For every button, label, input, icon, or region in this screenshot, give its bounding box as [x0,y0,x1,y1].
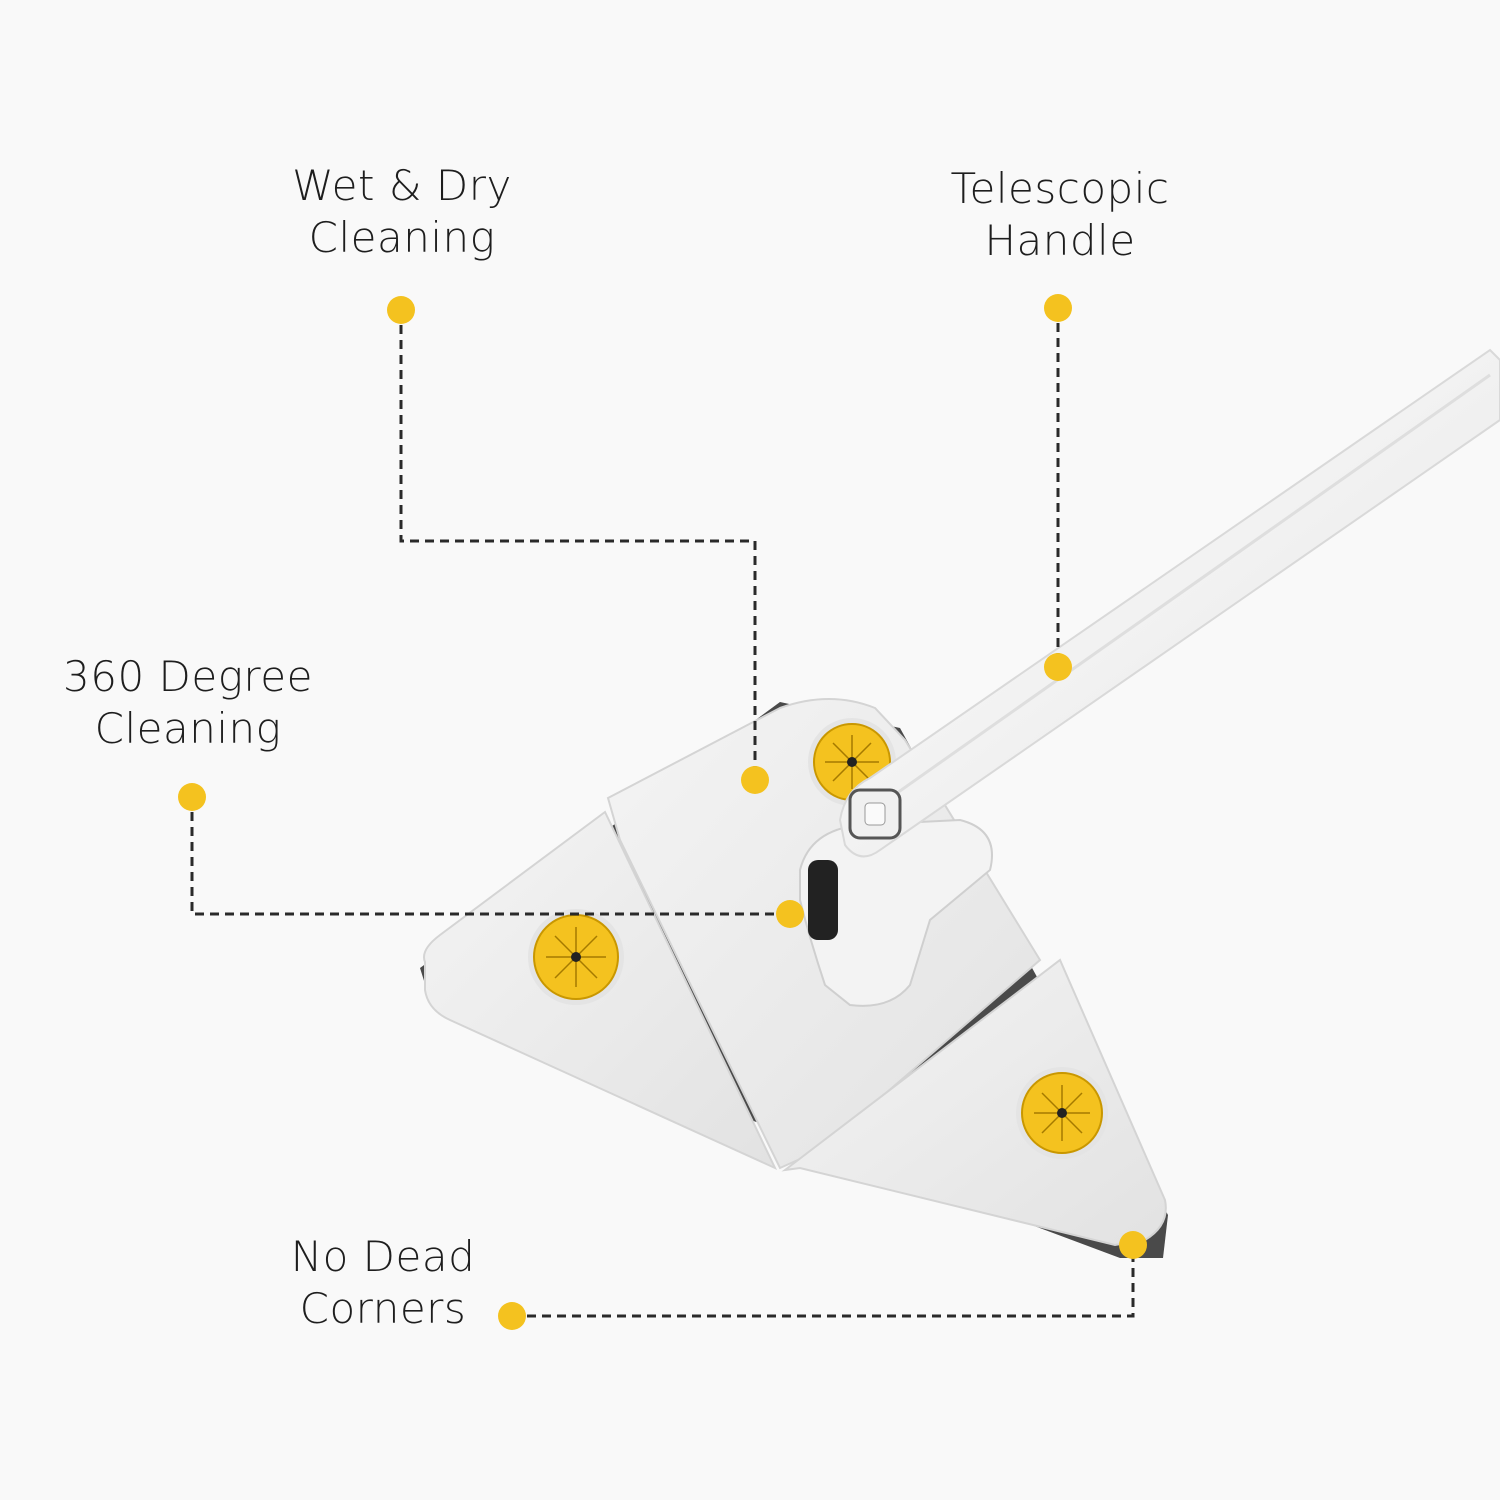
fastener-right [1016,1067,1108,1159]
label-corner-line2: Corners [299,1284,467,1333]
leader-no-dead-corners [512,1245,1135,1318]
dot-telescopic-start [1044,294,1072,322]
label-telescopic-line2: Handle [984,216,1136,265]
fastener-left [528,909,624,1005]
dot-corner-end [1119,1231,1147,1259]
label-telescopic-line1: Telescopic [950,164,1170,213]
label-telescopic-handle: Telescopic Handle [910,163,1210,267]
callout-dots [178,294,1147,1330]
label-no-dead-corners: No Dead Corners [233,1231,533,1335]
label-wet-dry-cleaning: Wet & Dry Cleaning [252,160,552,264]
dot-360-start [178,783,206,811]
dot-wet-dry-start [387,296,415,324]
label-360-degree-cleaning: 360 Degree Cleaning [38,651,338,755]
leader-wet-dry [399,310,757,780]
label-360-line1: 360 Degree [63,652,313,701]
dot-telescopic-end [1044,653,1072,681]
dot-wet-dry-end [741,766,769,794]
dot-360-end [776,900,804,928]
label-360-line2: Cleaning [94,704,282,753]
leader-lines [190,308,1135,1318]
telescopic-handle [838,348,1500,858]
leader-360 [190,797,790,916]
label-wet-dry-line2: Cleaning [308,213,496,262]
swivel-joint [799,818,993,1007]
label-corner-line1: No Dead [290,1232,476,1281]
dot-corner-start [498,1302,526,1330]
label-wet-dry-line1: Wet & Dry [292,161,512,210]
swivel-socket [808,860,838,940]
